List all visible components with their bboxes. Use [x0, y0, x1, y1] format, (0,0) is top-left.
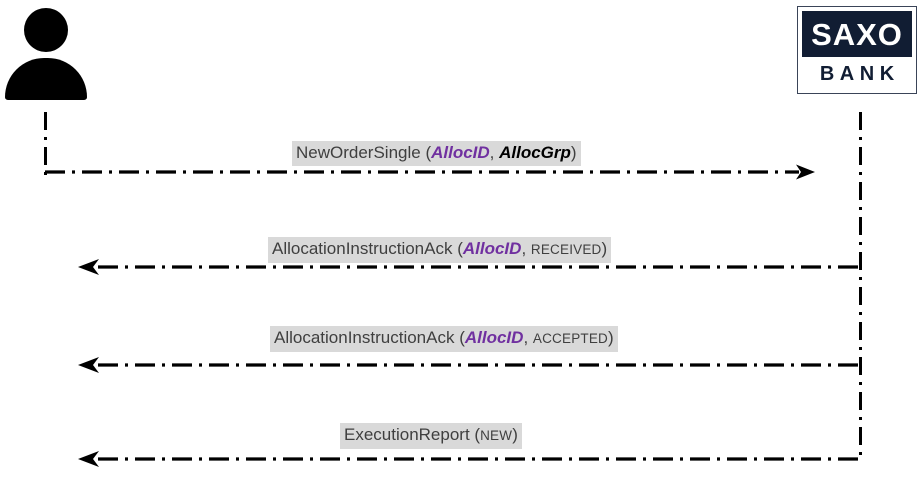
field-allocid: AllocID — [431, 143, 490, 162]
message-text: , — [523, 328, 533, 347]
status-value: RECEIVED — [530, 242, 602, 257]
message-text: AllocationInstructionAck ( — [274, 328, 465, 347]
message-text: , — [489, 143, 500, 162]
message-text: AllocationInstructionAck ( — [272, 239, 463, 258]
message-label-allocation-instruction-ack-accepted: AllocationInstructionAck (AllocID, ACCEP… — [270, 326, 618, 352]
lifeline-saxo-bank — [858, 112, 862, 460]
message-text: , — [521, 239, 531, 258]
message-arrow-execution-report-new — [78, 450, 858, 468]
message-arrow-new-order-single — [45, 163, 815, 181]
message-arrow-allocation-instruction-ack-accepted — [78, 356, 858, 374]
message-text: ) — [608, 328, 614, 347]
message-label-new-order-single: NewOrderSingle (AllocID, AllocGrp) — [292, 141, 581, 166]
message-label-allocation-instruction-ack-received: AllocationInstructionAck (AllocID, RECEI… — [268, 237, 612, 263]
message-text: ) — [601, 239, 608, 258]
bank-wordmark: BANK — [819, 63, 900, 85]
message-text: ) — [570, 143, 577, 162]
lifeline-actor — [43, 112, 47, 176]
message-text: NewOrderSingle ( — [296, 143, 432, 162]
saxo-wordmark-box: SAXO — [802, 11, 912, 57]
field-allocid: AllocID — [462, 239, 522, 258]
message-text: ) — [512, 425, 518, 444]
person-body-icon — [5, 58, 87, 100]
field-allocid: AllocID — [464, 328, 524, 347]
saxo-bank-logo: SAXO BANK — [797, 6, 917, 94]
bank-wordmark-box: BANK — [802, 59, 912, 89]
status-value: NEW — [480, 428, 513, 443]
message-label-execution-report-new: ExecutionReport (NEW) — [340, 423, 522, 449]
message-arrow-allocation-instruction-ack-received — [78, 258, 858, 276]
field-allocgrp: AllocGrp — [499, 143, 571, 162]
message-text: ExecutionReport ( — [344, 425, 481, 444]
saxo-wordmark: SAXO — [811, 16, 903, 52]
status-value: ACCEPTED — [532, 331, 609, 346]
person-icon — [5, 8, 87, 100]
person-head-icon — [24, 8, 68, 52]
